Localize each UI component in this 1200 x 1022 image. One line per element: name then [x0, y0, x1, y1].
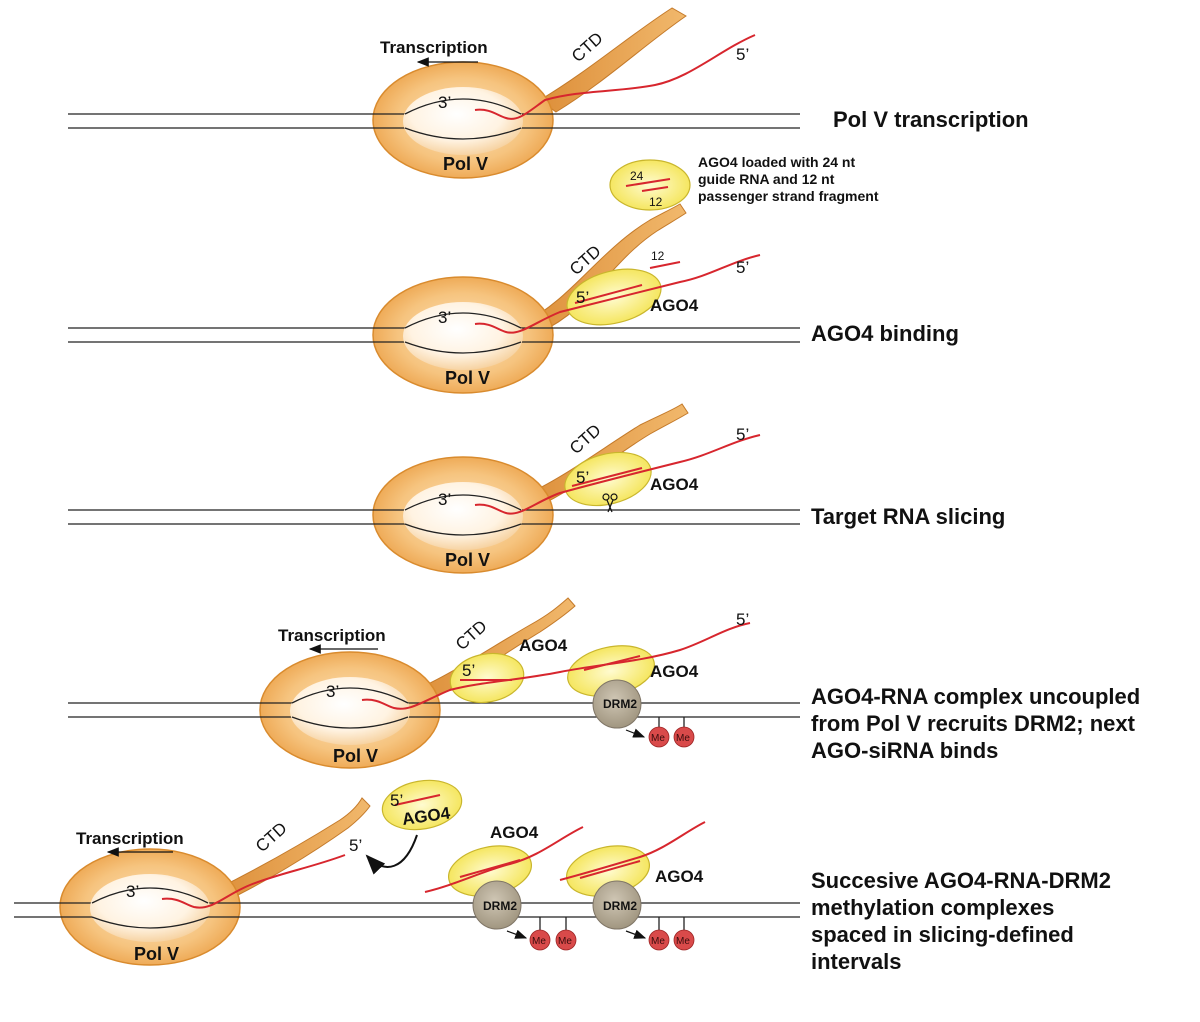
three-prime-label: 3’ — [438, 93, 451, 112]
methyl-mark — [648, 726, 670, 748]
svg-text:Me: Me — [676, 733, 690, 744]
svg-text:5’: 5’ — [736, 610, 749, 629]
svg-text:Transcription: Transcription — [76, 829, 184, 848]
svg-text:Transcription: Transcription — [278, 626, 386, 645]
svg-text:AGO4: AGO4 — [490, 823, 539, 842]
svg-text:Me: Me — [651, 733, 665, 744]
stage-label-ago4-binding: AGO4 binding — [811, 321, 959, 346]
ago4-loaded-note: AGO4 loaded with 24 nt guide RNA and 12 … — [698, 154, 879, 204]
rebinding-arrow — [365, 834, 418, 875]
svg-text:5’: 5’ — [390, 791, 403, 810]
svg-text:5’: 5’ — [576, 288, 589, 307]
svg-text:3’: 3’ — [126, 882, 139, 901]
pol-v-label: Pol V — [443, 154, 488, 174]
stage-label-target-rna-slicing: Target RNA slicing — [811, 504, 1006, 529]
svg-text:5’: 5’ — [349, 836, 362, 855]
svg-text:3’: 3’ — [438, 490, 451, 509]
stage-5-graphic: 5’ AGO4 DRM2 Me Me AGO4 DRM2 Me Me AGO4 … — [14, 779, 800, 966]
methyl-mark — [673, 726, 695, 748]
svg-text:Me: Me — [676, 936, 690, 947]
stage-label-drm2-recruitment: AGO4-RNA complex uncoupled from Pol V re… — [811, 684, 1141, 763]
svg-text:CTD: CTD — [252, 818, 291, 856]
svg-text:12: 12 — [651, 249, 665, 263]
ago4-protein — [566, 268, 662, 326]
guide-rna — [574, 284, 643, 304]
svg-text:Pol V: Pol V — [445, 550, 490, 570]
five-prime-label: 5’ — [736, 45, 749, 64]
svg-text:DRM2: DRM2 — [603, 697, 637, 711]
ago4-protein — [381, 779, 463, 831]
svg-text:AGO4: AGO4 — [650, 475, 699, 494]
drm2-protein — [592, 679, 642, 729]
ago4-protein — [449, 652, 525, 704]
stage-1-graphic: 3’ Pol V CTD 5’ Transcription — [68, 7, 800, 179]
svg-text:5’: 5’ — [736, 425, 749, 444]
guide-rna-label: 24 — [630, 169, 644, 183]
nascent-rna — [474, 254, 761, 334]
svg-text:DRM2: DRM2 — [603, 899, 637, 913]
svg-text:3’: 3’ — [326, 682, 339, 701]
svg-text:DRM2: DRM2 — [483, 899, 517, 913]
stage-label-successive-complexes: Succesive AGO4-RNA-DRM2 methylation comp… — [811, 868, 1111, 974]
svg-text:AGO4: AGO4 — [519, 636, 568, 655]
svg-text:Me: Me — [532, 936, 546, 947]
transcription-label: Transcription — [380, 38, 488, 57]
stage-4-graphic: Me Me DRM2 3’ Pol V CTD 5’ 5’ AGO4 AGO4 … — [68, 597, 800, 769]
ctd-tail — [539, 7, 687, 113]
svg-text:5’: 5’ — [462, 661, 475, 680]
ago4-loaded-icon: 24 12 — [609, 159, 691, 211]
svg-text:5’: 5’ — [576, 468, 589, 487]
stage-3-graphic: 3’ Pol V CTD 5’ 5’ AGO4 — [68, 403, 800, 574]
stage-label-pol-v-transcription: Pol V transcription — [833, 107, 1029, 132]
stage-2-graphic: 3’ Pol V CTD 5’ 5’ AGO4 12 — [68, 203, 800, 394]
transcription-bubble — [403, 87, 523, 155]
svg-text:AGO4: AGO4 — [650, 662, 699, 681]
svg-text:Pol V: Pol V — [445, 368, 490, 388]
svg-text:Me: Me — [651, 936, 665, 947]
svg-text:Me: Me — [558, 936, 572, 947]
svg-text:AGO4: AGO4 — [655, 867, 704, 886]
released-passenger-strand — [649, 261, 681, 269]
svg-text:Pol V: Pol V — [134, 944, 179, 964]
svg-text:Pol V: Pol V — [333, 746, 378, 766]
svg-text:3’: 3’ — [438, 308, 451, 327]
passenger-strand-label: 12 — [649, 195, 663, 209]
svg-text:CTD: CTD — [452, 616, 491, 654]
nascent-rna — [474, 34, 756, 120]
svg-text:5’: 5’ — [736, 258, 749, 277]
scissors-icon — [602, 493, 618, 513]
svg-text:AGO4: AGO4 — [650, 296, 699, 315]
